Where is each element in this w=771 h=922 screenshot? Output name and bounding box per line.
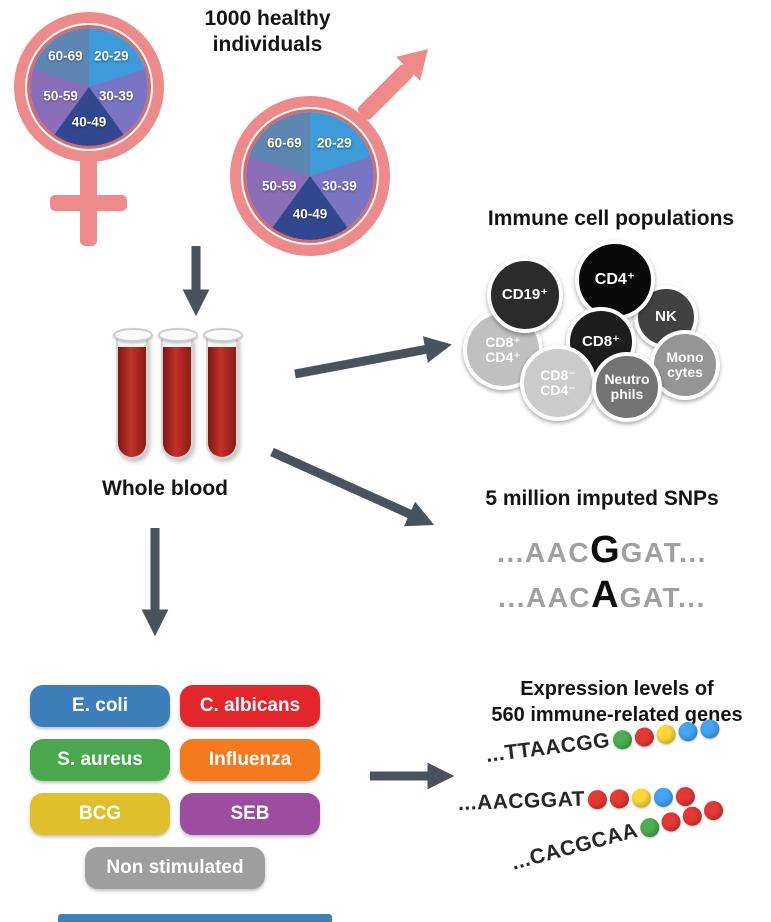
age-label-60-69: 60-69 (267, 135, 302, 151)
cell-label: CD4⁺ (594, 271, 636, 289)
stimulus-label: S. aureus (57, 749, 143, 770)
snps-title: 5 million imputed SNPs (485, 487, 719, 510)
tube-rim (158, 328, 198, 342)
stimulus-bcg: BCG (30, 793, 170, 835)
stimulus-c-albicans: C. albicans (180, 685, 320, 727)
stimulus-label: SEB (230, 803, 270, 824)
cohort-title: 1000 healthy individuals (204, 7, 331, 57)
stimulus-label: Non stimulated (106, 857, 244, 878)
tube-blood (118, 347, 146, 457)
age-label-40-49: 40-49 (71, 114, 107, 130)
whole-blood-label: Whole blood (102, 477, 228, 500)
age-label-40-49: 40-49 (292, 206, 328, 222)
snp-allele: A (591, 574, 620, 616)
blood-tube (112, 328, 154, 462)
cell-cd19: CD19⁺ (487, 257, 563, 333)
male-symbol-arrow-shaft (355, 62, 415, 122)
male-age-pie-chart: 20-29 30-39 40-49 50-59 60-69 (246, 112, 374, 240)
stimulus-e-coli: E. coli (30, 685, 170, 727)
snp-suffix: GAT... (620, 537, 707, 568)
age-label-50-59: 50-59 (262, 178, 297, 194)
expression-dot (659, 809, 683, 834)
cell-label: CD19⁺ (501, 285, 549, 303)
cropped-blue-bar (58, 914, 332, 922)
stimulus-label: C. albicans (199, 695, 301, 716)
female-symbol-crossbar (50, 195, 127, 211)
expression-dot (587, 789, 608, 809)
stimulus-seb: SEB (180, 793, 320, 835)
snp-prefix: ...AAC (498, 582, 592, 613)
gene-sequence: ...TTAACGG (484, 728, 612, 767)
stimulus-label: BCG (78, 803, 122, 824)
cell-label: CD8⁻ CD4⁻ (540, 366, 576, 398)
tube-blood (208, 347, 236, 457)
expression-title: Expression levels of 560 immune-related … (491, 678, 743, 726)
expression-dot (677, 720, 699, 742)
age-label-20-29: 20-29 (317, 135, 352, 151)
age-label-20-29: 20-29 (94, 48, 129, 64)
expression-dot (680, 804, 704, 828)
age-label-50-59: 50-59 (43, 88, 78, 104)
snp-sequence-row: ...AACGGAT... (436, 528, 768, 573)
cell-neutrophils: Neutro phils (592, 352, 662, 422)
expression-dot (698, 717, 721, 740)
immune-populations-title: Immune cell populations (487, 207, 735, 230)
snp-prefix: ...AAC (497, 537, 591, 568)
age-label-30-39: 30-39 (98, 88, 134, 104)
cell-label: CD8⁺ (582, 332, 620, 350)
tube-blood (163, 347, 191, 457)
tube-rim (113, 328, 153, 342)
age-label-60-69: 60-69 (48, 48, 83, 64)
female-age-pie-chart: 20-29 30-39 40-49 50-59 60-69 (30, 28, 148, 146)
blood-tube (157, 328, 199, 462)
expression-dot (631, 787, 652, 808)
stimulus-label: Influenza (208, 749, 292, 770)
cell-label: Neutro phils (604, 370, 650, 402)
tube-rim (203, 328, 243, 342)
arrow-blood-to-cells (294, 336, 452, 379)
gene-sequence: ...AACGGAT (457, 787, 586, 815)
stimulus-non-stimulated: Non stimulated (85, 847, 265, 889)
tube-glass (161, 337, 193, 459)
snp-sequence-row: ...AACAGAT... (436, 573, 768, 618)
snp-allele: G (590, 529, 621, 571)
expression-dot (637, 815, 662, 839)
stimulus-s-aureus: S. aureus (30, 739, 170, 781)
blood-tube (202, 328, 244, 462)
cell-label: NK (655, 307, 677, 325)
expression-dot (655, 723, 677, 745)
gene-sequence: ...CACGCAA (508, 818, 641, 875)
tube-glass (116, 337, 148, 459)
arrow-blood-to-snps (270, 447, 435, 527)
expression-dot (653, 786, 674, 807)
cell-label: Mono cytes (666, 348, 704, 380)
expression-dot (633, 726, 655, 748)
cell-cd8neg-cd4neg: CD8⁻ CD4⁻ (520, 345, 596, 421)
stimulus-influenza: Influenza (180, 739, 320, 781)
snp-sequences: ...AACGGAT... ...AACAGAT... (436, 528, 768, 618)
expression-dot (701, 798, 725, 822)
age-label-30-39: 30-39 (322, 178, 357, 194)
male-symbol-ring: 20-29 30-39 40-49 50-59 60-69 (230, 96, 390, 256)
tube-glass (206, 337, 238, 459)
expression-dot (609, 788, 630, 809)
stimulus-label: E. coli (72, 695, 128, 716)
expression-dot (611, 728, 633, 750)
female-symbol-ring: 20-29 30-39 40-49 50-59 60-69 (14, 12, 164, 162)
cell-label: CD8⁺ CD4⁺ (485, 333, 521, 365)
cell-cd4: CD4⁺ (575, 240, 655, 320)
snp-suffix: GAT... (619, 582, 706, 613)
